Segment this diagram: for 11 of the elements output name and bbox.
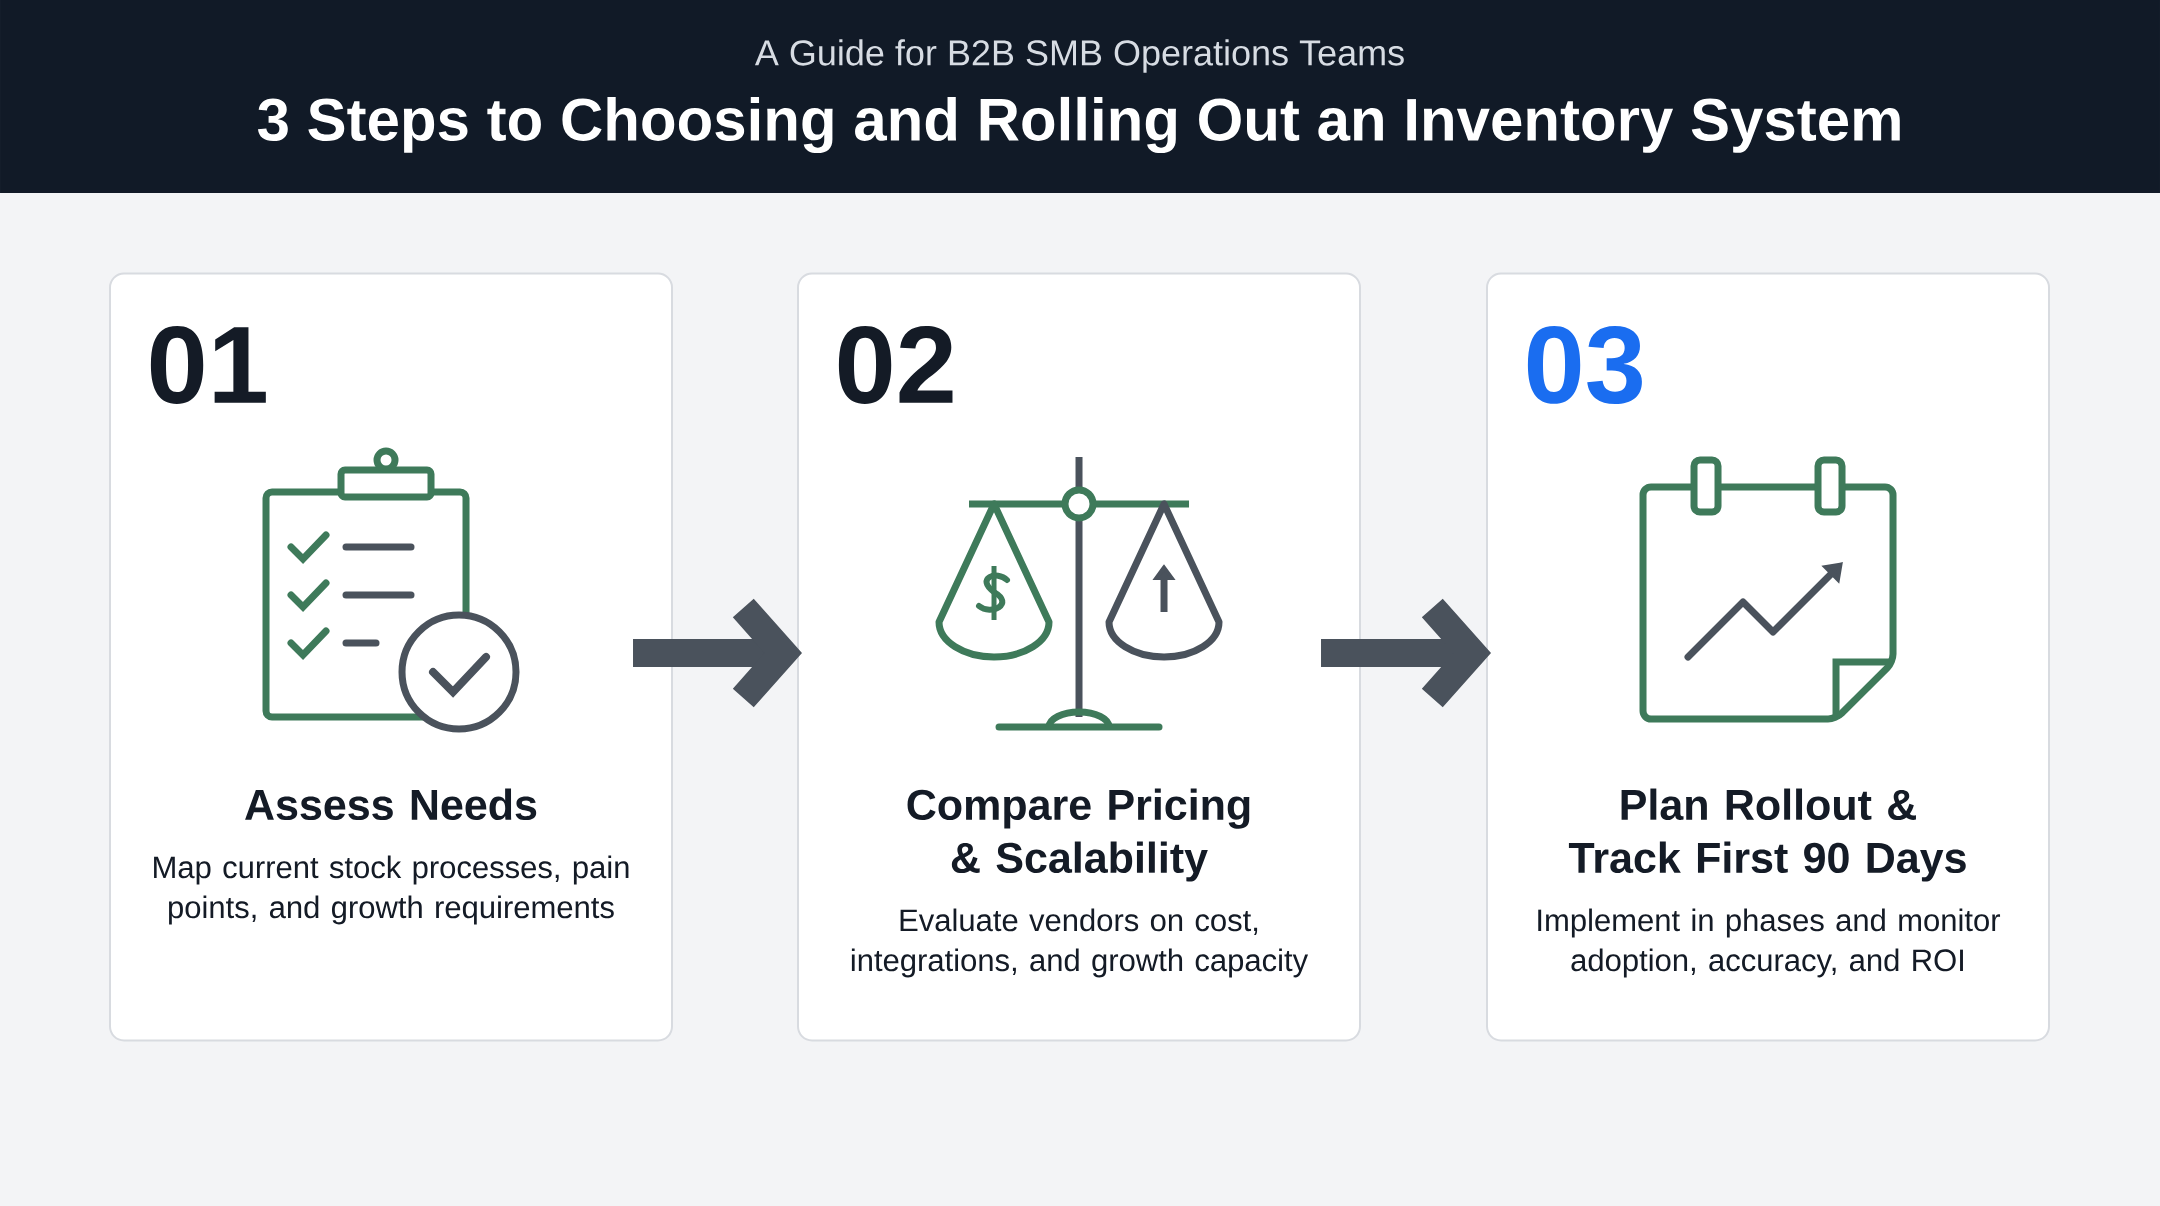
step-description: Evaluate vendors on cost, integrations, and growth capacity <box>851 908 1309 978</box>
step-heading: Plan Rollout & Track First 90 Days <box>1568 788 1966 882</box>
step-number: 02 <box>838 326 953 404</box>
step-description: Map current stock processes, pain points, and growth requirements <box>154 855 629 925</box>
step-heading: Compare Pricing & Scalability <box>907 788 1250 882</box>
step-heading: Assess Needs <box>245 788 537 821</box>
step-number: 01 <box>150 326 266 404</box>
step-description: Implement in phases and monitor adoption, accuracy, and ROI <box>1538 908 2001 978</box>
title: 3 Steps to Choosing and Rolling Out an Inventory System <box>257 96 1900 154</box>
step-number: 03 <box>1527 326 1642 404</box>
subtitle: A Guide for B2B SMB Operations Teams <box>754 39 1404 73</box>
